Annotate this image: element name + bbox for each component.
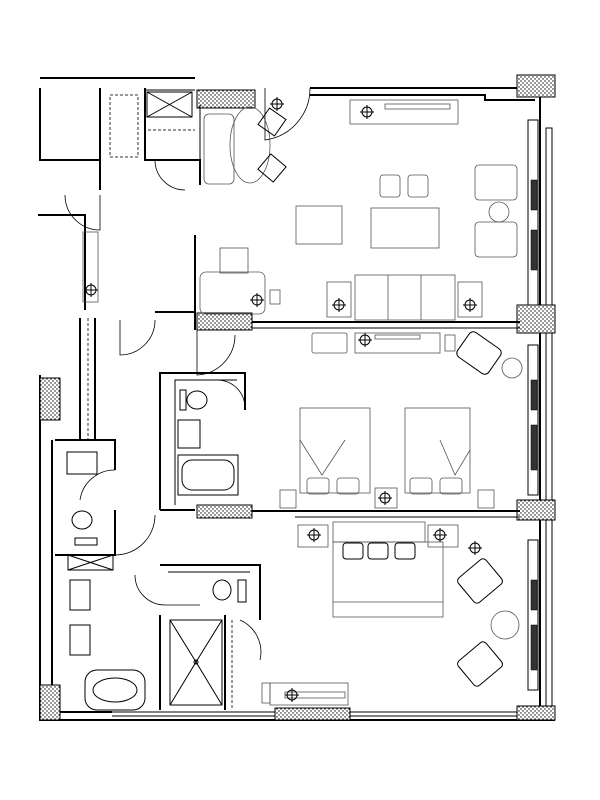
end-table xyxy=(326,281,352,318)
end-table xyxy=(457,281,483,318)
living-room-furniture xyxy=(82,96,518,321)
dresser xyxy=(354,332,441,354)
shower-door[interactable] xyxy=(239,619,262,661)
headboard xyxy=(332,521,426,543)
closet-door[interactable] xyxy=(64,194,101,231)
doors[interactable] xyxy=(64,87,311,661)
twin-bed xyxy=(299,407,371,494)
twin-bed xyxy=(404,407,471,494)
tv xyxy=(384,103,451,110)
toilet xyxy=(71,510,93,530)
interior-walls xyxy=(38,88,520,710)
sink xyxy=(66,451,98,475)
nightstand xyxy=(374,487,398,509)
shower xyxy=(169,619,223,706)
dining-table xyxy=(229,106,271,184)
side-table xyxy=(501,357,523,379)
chair xyxy=(257,153,287,183)
wc-door[interactable] xyxy=(134,574,200,606)
twin-bedroom-door[interactable] xyxy=(119,319,156,356)
twin-bedroom-furniture xyxy=(279,331,523,509)
coffee-table xyxy=(370,207,440,249)
lounge-chair xyxy=(474,164,518,201)
twin-bathroom-fixtures xyxy=(177,389,239,496)
exterior-walls xyxy=(39,77,555,721)
armchair xyxy=(456,331,502,375)
bathtub xyxy=(177,454,239,496)
sink xyxy=(69,579,91,611)
chair xyxy=(257,107,287,137)
king-bedroom-door[interactable] xyxy=(114,514,156,556)
toilet xyxy=(212,579,232,601)
freestanding-tub xyxy=(84,669,146,711)
king-bath-door[interactable] xyxy=(79,469,116,501)
luggage-rack xyxy=(82,231,99,303)
twin-bedroom-entry-door[interactable] xyxy=(196,330,236,376)
nightstand xyxy=(297,524,329,548)
toilet xyxy=(186,390,208,410)
king-bed xyxy=(332,541,444,618)
tv xyxy=(374,334,421,340)
desk-chair xyxy=(311,332,348,354)
desk-chair xyxy=(219,247,249,274)
armchair xyxy=(295,205,343,245)
desk xyxy=(269,682,349,706)
ottoman xyxy=(407,174,429,198)
structural-columns xyxy=(39,74,556,721)
sofa-long xyxy=(354,274,456,321)
armchair xyxy=(457,641,503,687)
sofa xyxy=(203,113,235,185)
lounge-chair xyxy=(474,221,518,258)
side-table xyxy=(490,610,520,640)
king-bathroom-fixtures xyxy=(66,451,247,711)
sink xyxy=(69,624,91,656)
closet-door-2[interactable] xyxy=(154,159,186,191)
side-table xyxy=(488,201,510,223)
king-bedroom-furniture xyxy=(261,521,520,706)
media-console xyxy=(349,99,459,125)
armchair xyxy=(457,558,503,604)
entry-door[interactable] xyxy=(264,87,311,141)
desk xyxy=(199,271,266,315)
sink xyxy=(177,419,201,449)
bathroom-door[interactable] xyxy=(214,379,246,411)
shelf xyxy=(67,554,114,571)
windows xyxy=(527,119,539,691)
ottoman xyxy=(379,174,401,198)
